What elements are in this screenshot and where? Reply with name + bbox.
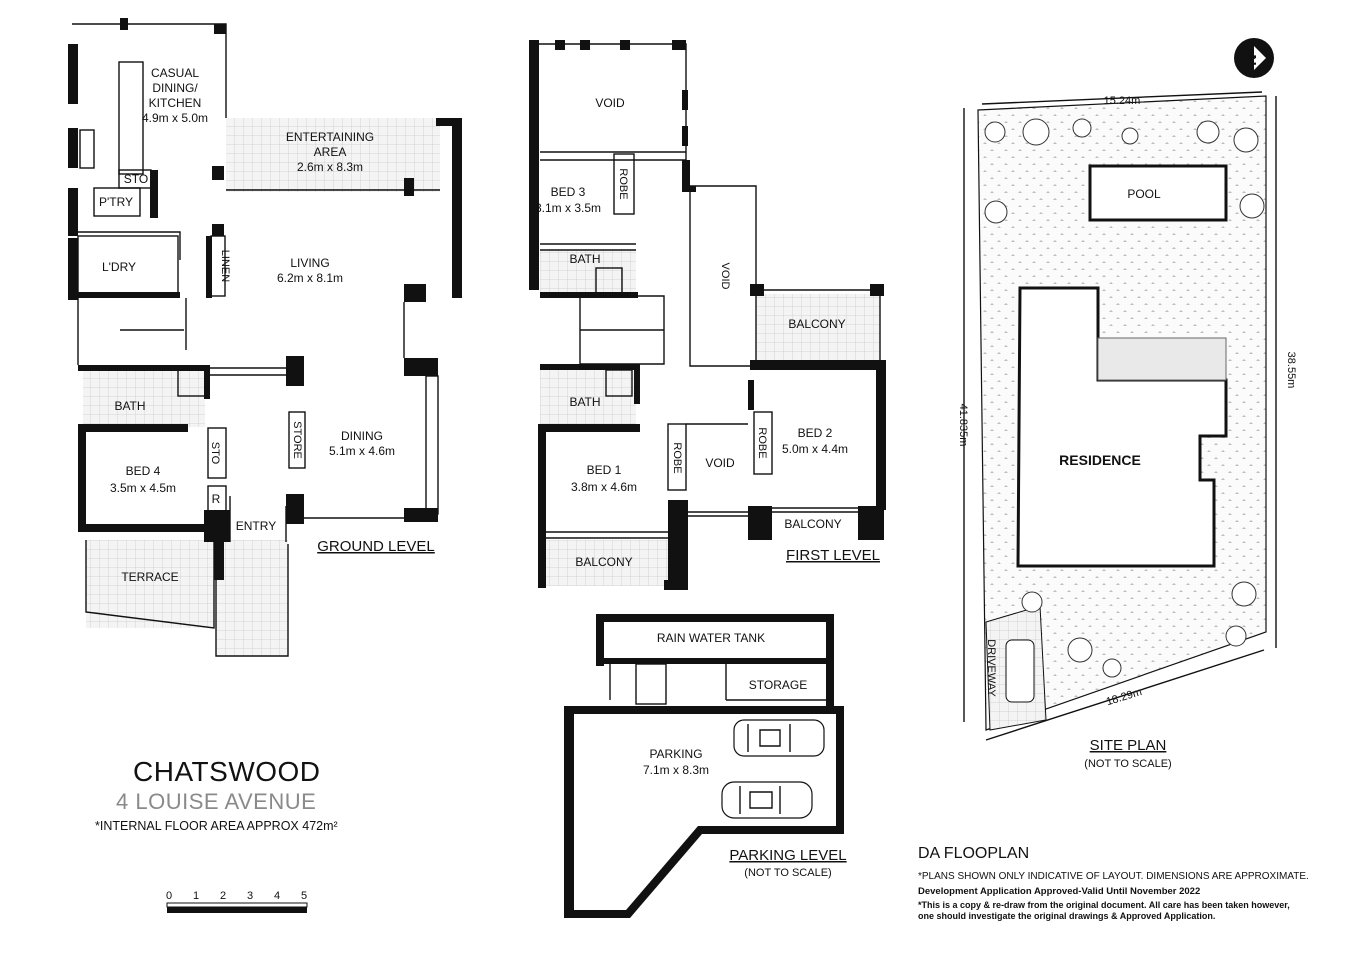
parking-level-label: PARKING LEVEL: [729, 847, 846, 864]
room-bed4: BED 4: [126, 464, 161, 478]
tree-icon: [984, 118, 1265, 678]
site-plan-label: SITE PLAN: [1090, 737, 1167, 754]
room-parking: PARKING: [649, 747, 702, 761]
room-r: R: [212, 492, 221, 506]
site-driveway: DRIVEWAY: [985, 639, 997, 697]
notes-line-4: one should investigate the original draw…: [918, 911, 1216, 921]
room-bath-1: BATH: [569, 252, 600, 266]
scale-label-3: 3: [247, 890, 253, 902]
room-laundry: L'DRY: [102, 260, 136, 274]
room-living-dim: 6.2m x 8.1m: [277, 271, 343, 285]
ground-level-label: GROUND LEVEL: [317, 538, 435, 555]
site-dim-right: 38.55m: [1285, 352, 1297, 389]
compass-icon: [1234, 38, 1274, 78]
room-balcony-2: BALCONY: [784, 517, 841, 531]
notes-line-2: Development Application Approved-Valid U…: [918, 886, 1201, 897]
site-dim-bottom: 18.29m: [1105, 686, 1144, 708]
car-icon: [733, 719, 825, 757]
title-suburb: CHATSWOOD: [133, 756, 321, 787]
room-void-1: VOID: [595, 96, 625, 110]
room-balcony-3: BALCONY: [575, 555, 632, 569]
room-bed2: BED 2: [798, 426, 833, 440]
room-sto-2: STO: [209, 442, 221, 465]
site-scale-note: (NOT TO SCALE): [1084, 758, 1171, 770]
room-pantry: P'TRY: [99, 195, 133, 209]
site-residence: RESIDENCE: [1059, 452, 1141, 468]
room-parking-dim: 7.1m x 8.3m: [643, 763, 709, 777]
first-level-plan: [529, 40, 886, 590]
room-bath: BATH: [114, 399, 145, 413]
room-entry: ENTRY: [236, 519, 276, 533]
room-bed2-dim: 5.0m x 4.4m: [782, 442, 848, 456]
site-pool: POOL: [1127, 187, 1161, 201]
room-kitchen-line1: CASUAL: [151, 66, 199, 80]
title-floor-area: *INTERNAL FLOOR AREA APPROX 472m²: [95, 819, 338, 833]
scale-label-1: 1: [193, 890, 199, 902]
room-bath-2: BATH: [569, 395, 600, 409]
notes-line-1: *PLANS SHOWN ONLY INDICATIVE OF LAYOUT. …: [918, 871, 1309, 882]
room-linen: LINEN: [219, 250, 231, 282]
scale-label-4: 4: [274, 890, 280, 902]
scale-label-2: 2: [220, 890, 226, 902]
room-sto: STO: [124, 172, 148, 186]
parking-level-plan: [564, 614, 844, 918]
room-store: STORE: [291, 421, 303, 459]
room-entertaining-line1: ENTERTAINING: [286, 130, 374, 144]
room-kitchen-dim: 4.9m x 5.0m: [142, 111, 208, 125]
notes-line-3: *This is a copy & re-draw from the origi…: [918, 900, 1290, 910]
scale-label-5: 5: [301, 890, 307, 902]
room-bed3: BED 3: [551, 185, 586, 199]
room-entertaining-dim: 2.6m x 8.3m: [297, 160, 363, 174]
room-bed4-dim: 3.5m x 4.5m: [110, 481, 176, 495]
room-bed1: BED 1: [587, 463, 622, 477]
room-dining: DINING: [341, 429, 383, 443]
room-bed1-dim: 3.8m x 4.6m: [571, 480, 637, 494]
scale-label-0: 0: [166, 890, 172, 902]
room-balcony-1: BALCONY: [788, 317, 845, 331]
title-address: 4 LOUISE AVENUE: [116, 789, 317, 814]
room-terrace: TERRACE: [121, 570, 178, 584]
site-plan: [963, 91, 1277, 741]
room-entertaining-line2: AREA: [314, 145, 347, 159]
parking-scale-note: (NOT TO SCALE): [744, 867, 831, 879]
site-dim-left: 41.835m: [957, 404, 969, 447]
site-dim-top: 15.24m: [1104, 95, 1141, 107]
room-kitchen-line2: DINING/: [152, 81, 198, 95]
room-robe-3: ROBE: [756, 427, 768, 458]
room-robe-1: ROBE: [617, 168, 629, 199]
room-robe-2: ROBE: [671, 442, 683, 473]
room-kitchen-line3: KITCHEN: [149, 96, 202, 110]
room-bed3-dim: 3.1m x 3.5m: [535, 201, 601, 215]
car-icon: [721, 781, 813, 819]
first-level-label: FIRST LEVEL: [786, 547, 880, 564]
room-void-2: VOID: [719, 263, 731, 290]
room-dining-dim: 5.1m x 4.6m: [329, 444, 395, 458]
notes-heading: DA FLOOPLAN: [918, 845, 1030, 862]
room-rain-water-tank: RAIN WATER TANK: [657, 631, 765, 645]
room-living: LIVING: [290, 256, 329, 270]
ground-level-plan: [68, 18, 462, 913]
room-storage: STORAGE: [749, 678, 807, 692]
compass-letter: N: [1241, 54, 1258, 66]
room-void-3: VOID: [705, 456, 735, 470]
